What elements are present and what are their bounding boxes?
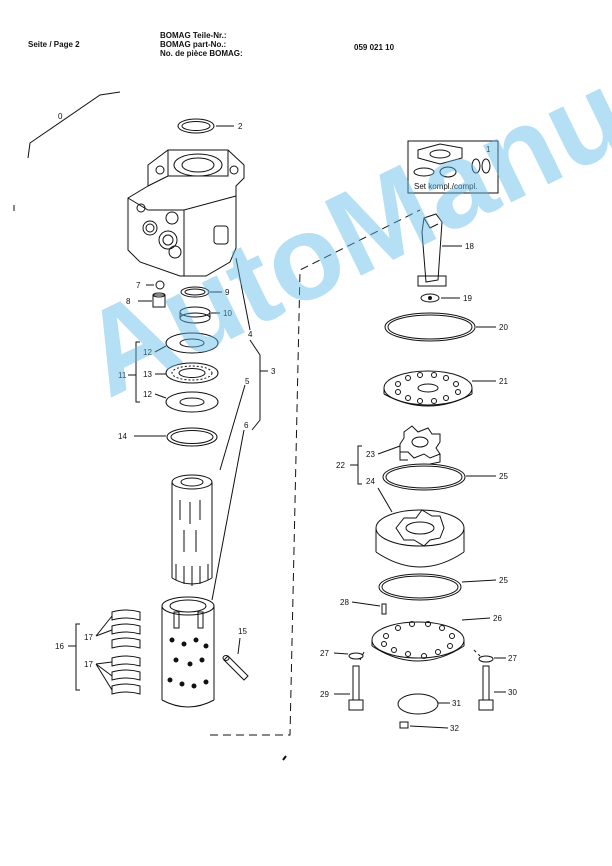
part-number-label-en: BOMAG part-No.: (160, 40, 227, 49)
bolt-30: 30 (478, 665, 517, 711)
springs-17: 17 17 (84, 609, 141, 695)
callout-18: 18 (465, 242, 474, 251)
callout-29: 29 (320, 690, 329, 699)
callout-27-left: 27 (320, 649, 329, 658)
washer-27-right: 27 (478, 654, 517, 663)
callout-15: 15 (238, 627, 247, 636)
drive-shaft-18: 18 (417, 213, 474, 287)
callout-28: 28 (340, 598, 349, 607)
callout-23: 23 (366, 450, 375, 459)
callout-14: 14 (118, 432, 127, 441)
callout-19: 19 (463, 294, 472, 303)
callout-31: 31 (452, 699, 461, 708)
callout-32: 32 (450, 724, 459, 733)
callout-21: 21 (499, 377, 508, 386)
washer-12-top: 12 (143, 332, 219, 357)
washer-27-left: 27 (320, 649, 364, 660)
group-bracket-11: 11 (118, 341, 140, 403)
bushing-8: 8 (126, 292, 166, 308)
callout-11: 11 (118, 371, 127, 380)
sleeve-6 (161, 596, 215, 708)
callout-13: 13 (143, 370, 152, 379)
callout-2: 2 (238, 122, 243, 131)
rotor-23: 23 (366, 425, 441, 465)
callout-5: 5 (245, 377, 250, 386)
callout-4: 4 (248, 330, 253, 339)
pin-15: 15 (222, 627, 249, 681)
washer-19: 19 (420, 293, 472, 303)
callout-12-top: 12 (143, 348, 152, 357)
callout-9: 9 (225, 288, 230, 297)
callout-27-right: 27 (508, 654, 517, 663)
o-ring-2: 2 (177, 118, 243, 134)
callout-7: 7 (136, 281, 141, 290)
callout-17-bottom: 17 (84, 660, 93, 669)
steering-unit-housing (127, 149, 245, 277)
callout-22: 22 (336, 461, 345, 470)
ball-7: 7 (136, 280, 165, 290)
set-box-label: Set kompl./compl. (414, 182, 478, 191)
callout-17-top: 17 (84, 633, 93, 642)
cap-31: 31 (397, 693, 461, 715)
part-number-label-fr: No. de pièce BOMAG: (160, 49, 243, 58)
callout-26: 26 (493, 614, 502, 623)
callout-30: 30 (508, 688, 517, 697)
callout-1: 1 (486, 145, 491, 154)
ring-9: 9 (180, 286, 230, 298)
bolt-29: 29 (320, 665, 364, 711)
thrust-bearing-13: 13 (143, 362, 219, 384)
plug-32: 32 (399, 721, 459, 733)
end-cover-26: 26 (371, 614, 502, 662)
callout-25-bottom: 25 (499, 576, 508, 585)
assembly-bracket-0: 0 (27, 91, 121, 159)
group-bracket-16: 16 (55, 623, 80, 691)
group-bracket-22: 22 (336, 445, 362, 485)
callout-8: 8 (126, 297, 131, 306)
spool-5 (171, 474, 213, 586)
distributor-plate-21: 21 (383, 370, 508, 407)
o-ring-20: 20 (384, 312, 508, 342)
assembly-dash-line (210, 209, 421, 736)
seal-set-box: Set kompl./compl. 1 (407, 140, 499, 194)
o-ring-25-top: 25 (382, 463, 508, 491)
callout-24: 24 (366, 477, 375, 486)
pin-28: 28 (340, 598, 387, 615)
callout-12-bottom: 12 (143, 390, 152, 399)
ring-14: 14 (118, 427, 218, 447)
callout-20: 20 (499, 323, 508, 332)
callout-16: 16 (55, 642, 64, 651)
o-ring-25-bottom: 25 (378, 573, 508, 601)
part-number-label-de: BOMAG Teile-Nr.: (160, 31, 227, 40)
leader-lines-3-6: 4 3 5 6 (211, 257, 276, 601)
bolt-dash-lines (359, 649, 481, 661)
page-label: Seite / Page 2 (28, 40, 80, 49)
ring-10: 10 (179, 306, 232, 324)
stator-ring-24: 24 (366, 477, 465, 568)
washer-12-bottom: 12 (143, 390, 219, 413)
callout-6: 6 (244, 421, 249, 430)
callout-0: 0 (58, 112, 63, 121)
callout-10: 10 (223, 309, 232, 318)
part-number: 059 021 10 (354, 43, 395, 52)
callout-25-top: 25 (499, 472, 508, 481)
callout-3: 3 (271, 367, 276, 376)
